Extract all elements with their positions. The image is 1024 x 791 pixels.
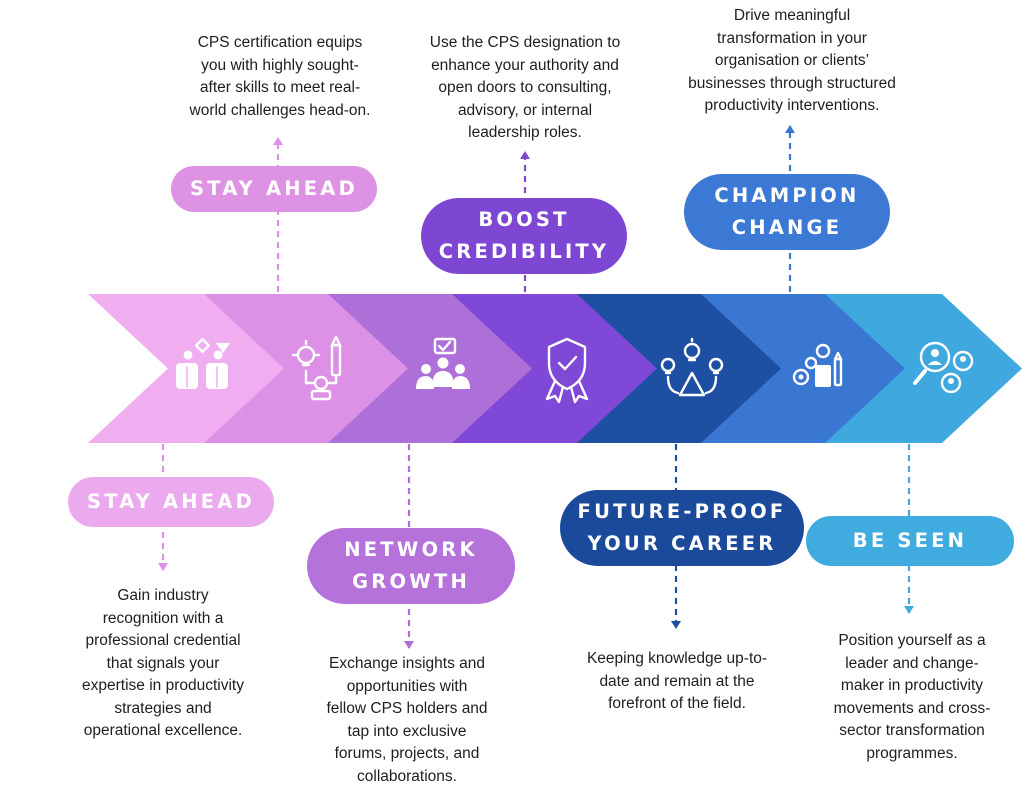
desc-line: movements and cross-	[833, 699, 991, 717]
bottom-description-future-proof: Keeping knowledge up-to- date and remain…	[557, 648, 797, 716]
desc-line: tap into exclusive	[347, 722, 467, 740]
desc-line: Gain industry	[117, 587, 209, 604]
label-future-proof-your-career: FUTURE-PROOF YOUR CAREER	[560, 490, 804, 566]
label-line: STAY AHEAD	[190, 177, 358, 200]
connector-arrowhead	[273, 137, 283, 145]
desc-line: opportunities with	[346, 677, 468, 695]
label-be-seen: BE SEEN	[806, 516, 1014, 566]
desc-line: Exchange insights and	[329, 655, 485, 672]
desc-line: businesses through structured	[688, 74, 896, 92]
connector-arrowhead	[904, 606, 914, 614]
desc-line: world challenges head-on.	[189, 101, 371, 119]
label-line: STAY AHEAD	[87, 490, 255, 513]
desc-line: productivity interventions.	[704, 97, 880, 114]
desc-line: Keeping knowledge up-to-	[586, 650, 768, 667]
label-boost-credibility: BOOST CREDIBILITY	[421, 198, 627, 274]
desc-line: CPS certification equips	[197, 34, 363, 51]
top-description-champion-change: Drive meaningful transformation in your …	[662, 5, 922, 118]
connector-arrowhead	[520, 151, 530, 159]
desc-line: after skills to meet real-	[199, 79, 361, 96]
label-line: CHANGE	[731, 216, 843, 239]
desc-line: Use the CPS designation to	[429, 34, 621, 51]
desc-line: Drive meaningful	[733, 7, 851, 24]
label-line: NETWORK	[344, 538, 478, 561]
stage-icons	[176, 335, 974, 404]
chevron-segments	[88, 294, 1022, 443]
magnifier-people-icon	[913, 341, 974, 394]
label-line: FUTURE-PROOF	[577, 500, 787, 523]
desc-line: maker in productivity	[840, 677, 984, 694]
desc-line: operational excellence.	[83, 722, 243, 739]
label-stay-ahead-top: STAY AHEAD	[171, 166, 377, 212]
brainstorm-ideas-icon	[660, 337, 724, 397]
top-description-boost-credibility: Use the CPS designation to enhance your …	[395, 32, 655, 145]
chevron-segment-6	[700, 294, 905, 443]
label-champion-change: CHAMPION CHANGE	[684, 174, 890, 250]
desc-line: leadership roles.	[468, 124, 582, 141]
bottom-description-be-seen: Position yourself as a leader and change…	[802, 630, 1022, 765]
desc-line: programmes.	[866, 744, 958, 762]
label-network-growth: NETWORK GROWTH	[307, 528, 515, 604]
desc-line: forums, projects, and	[334, 745, 480, 762]
chevron-segment-2	[202, 294, 408, 443]
desc-line: professional credential	[85, 632, 241, 649]
desc-line: open doors to consulting,	[438, 79, 612, 96]
desc-line: forefront of the field.	[608, 695, 746, 712]
desc-line: you with highly sought-	[201, 56, 359, 74]
chevron-segment-4	[451, 294, 657, 443]
chevron-segment-7	[824, 294, 1022, 443]
label-stay-ahead-bottom: STAY AHEAD	[68, 477, 274, 527]
label-line: YOUR CAREER	[587, 532, 777, 555]
desc-line: that signals your	[106, 654, 220, 672]
bottom-description-stay-ahead: Gain industry recognition with a profess…	[48, 585, 278, 743]
people-shapes-icon	[176, 337, 230, 389]
desc-line: advisory, or internal	[457, 101, 593, 119]
bottom-description-network-growth: Exchange insights and opportunities with…	[292, 653, 522, 788]
label-line: CHAMPION	[714, 184, 860, 207]
desc-line: strategies and	[114, 699, 212, 717]
connector-arrowhead	[158, 563, 168, 571]
connector-arrowhead	[404, 641, 414, 649]
chevron-segment-5	[576, 294, 781, 443]
desc-line: expertise in productivity	[82, 677, 244, 694]
desc-line: leader and change-	[845, 654, 979, 672]
desc-line: transformation in your	[717, 29, 867, 47]
desc-line: fellow CPS holders and	[326, 700, 488, 717]
desc-line: date and remain at the	[599, 672, 755, 690]
desc-line: enhance your authority and	[431, 56, 619, 74]
badge-shield-icon	[545, 337, 589, 404]
desc-line: organisation or clients’	[714, 52, 870, 69]
desc-line: sector transformation	[839, 722, 985, 739]
label-line: CREDIBILITY	[438, 240, 610, 263]
label-line: BE SEEN	[852, 529, 968, 552]
connector-arrowhead	[671, 621, 681, 629]
idea-pencil-icon	[291, 335, 342, 401]
gears-growth-icon	[792, 343, 843, 387]
desc-line: recognition with a	[102, 609, 224, 627]
desc-line: collaborations.	[357, 767, 457, 785]
desc-line: Position yourself as a	[838, 632, 986, 649]
audience-icon	[416, 337, 470, 389]
label-line: BOOST	[478, 208, 570, 231]
top-description-stay-ahead: CPS certification equips you with highly…	[150, 32, 410, 122]
label-line: GROWTH	[352, 570, 470, 593]
connector-arrowhead	[785, 125, 795, 133]
